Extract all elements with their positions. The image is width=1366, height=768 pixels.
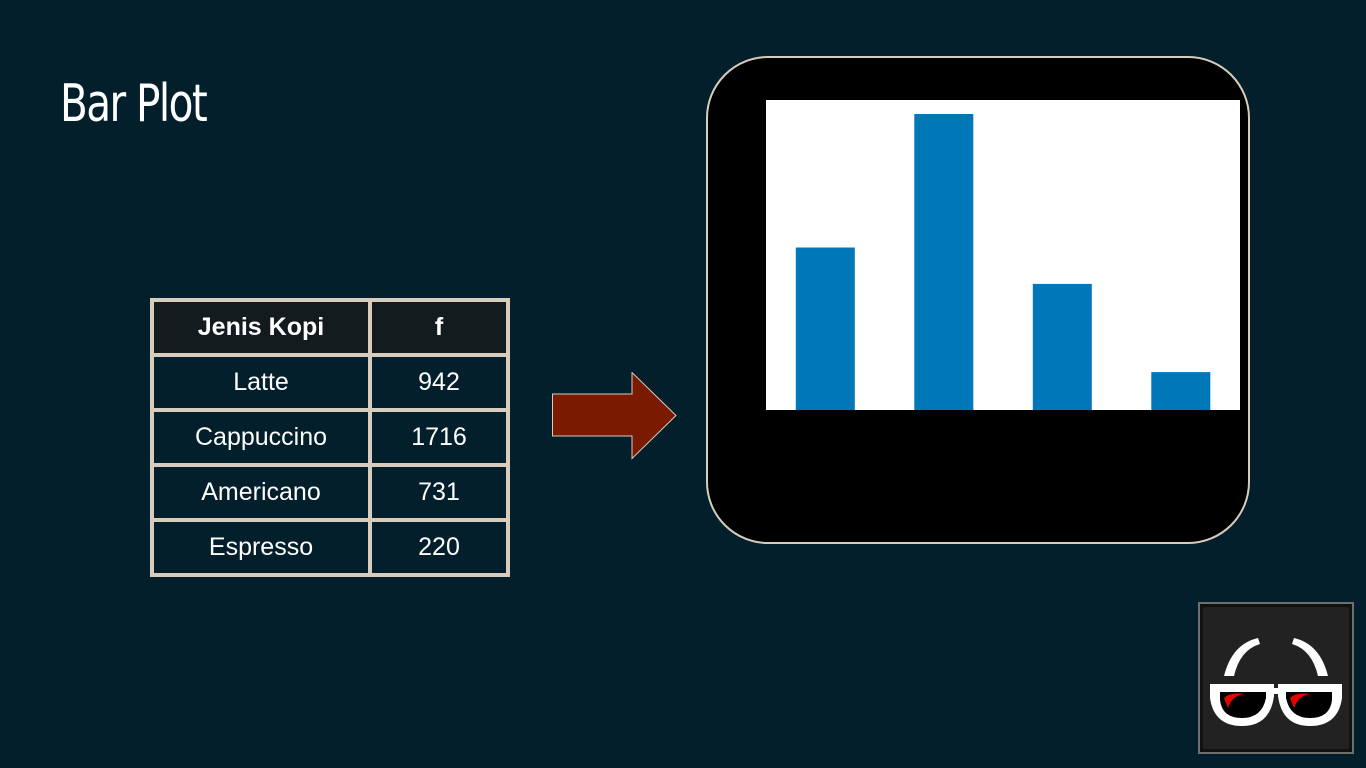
header-frequency: f	[368, 298, 510, 357]
coffee-name-cell: Americano	[150, 463, 372, 522]
slide-title: Bar Plot	[60, 74, 208, 134]
right-arrow-icon	[552, 372, 677, 460]
table-row: Cappuccino 1716	[150, 408, 510, 467]
table-row: Espresso 220	[150, 518, 510, 577]
table-header-row: Jenis Kopi f	[150, 298, 510, 357]
frequency-cell: 220	[368, 518, 510, 577]
glasses-icon	[1210, 638, 1342, 726]
bar-latte	[795, 247, 855, 410]
frequency-table: Jenis Kopi f Latte 942 Cappuccino 1716 A…	[150, 298, 510, 577]
frequency-cell: 1716	[368, 408, 510, 467]
coffee-name-cell: Cappuccino	[150, 408, 372, 467]
frequency-cell: 942	[368, 353, 510, 412]
table-row: Americano 731	[150, 463, 510, 522]
bar-americano	[1032, 283, 1092, 410]
bar-espresso	[1151, 372, 1211, 410]
coffee-name-cell: Latte	[150, 353, 372, 412]
chart-card	[706, 56, 1250, 544]
arrow-shape	[552, 372, 677, 460]
logo	[1198, 602, 1354, 754]
frequency-cell: 731	[368, 463, 510, 522]
header-jenis-kopi: Jenis Kopi	[150, 298, 372, 357]
coffee-name-cell: Espresso	[150, 518, 372, 577]
bar-cappuccino	[914, 114, 974, 410]
bar-chart-plot	[766, 100, 1240, 410]
table-row: Latte 942	[150, 353, 510, 412]
